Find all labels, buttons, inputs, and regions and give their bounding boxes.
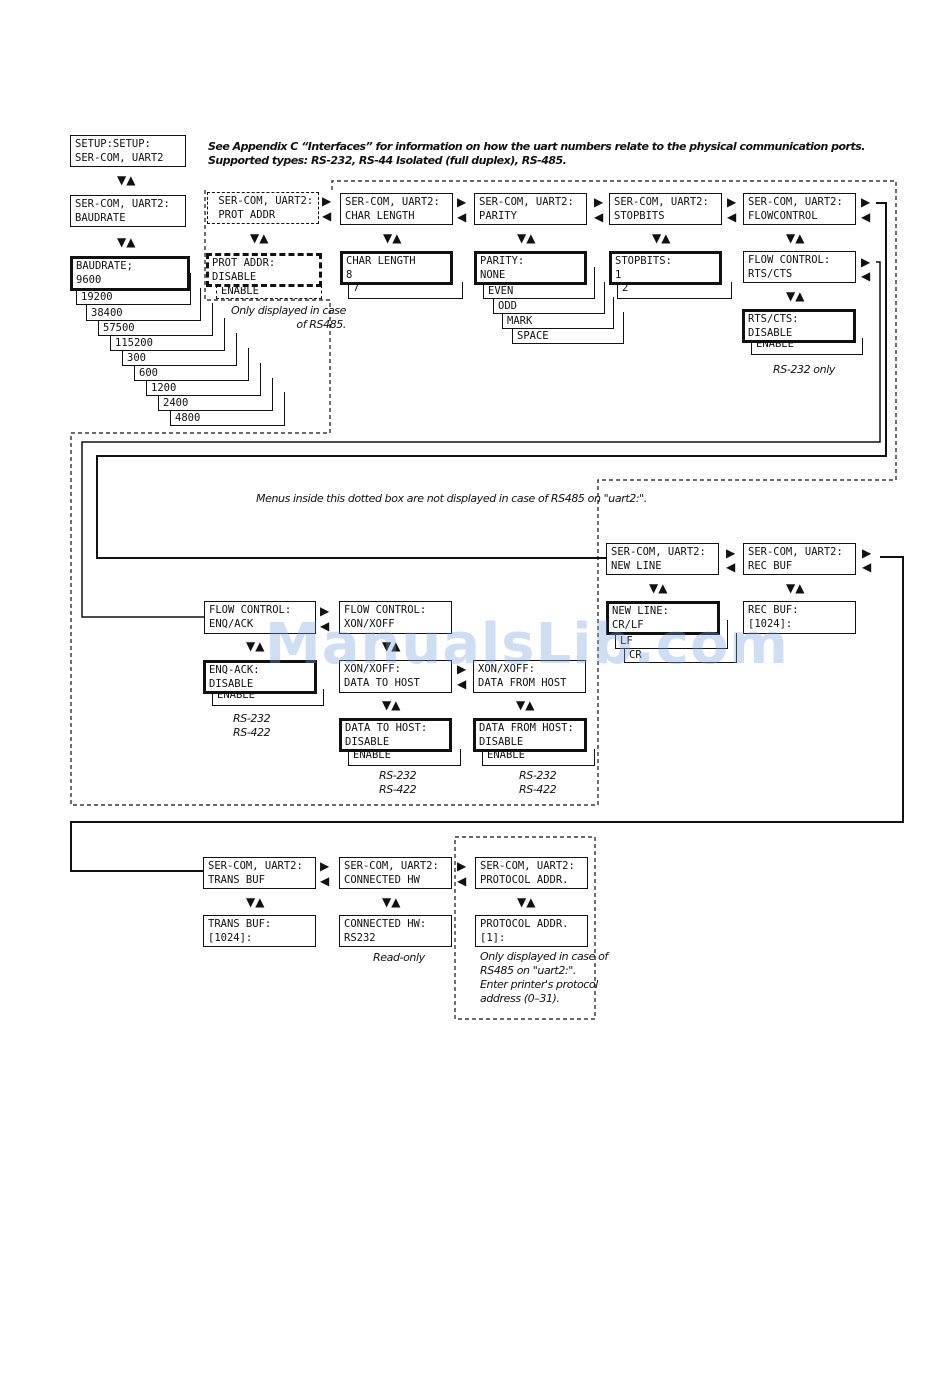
right-arrow-icon[interactable]: ▶	[457, 195, 467, 209]
left-arrow-icon[interactable]: ◀	[861, 269, 871, 283]
right-arrow-icon[interactable]: ▶	[726, 546, 736, 560]
dotted-box-note: Menus inside this dotted box are not dis…	[256, 492, 647, 505]
header-line-2: Supported types: RS-232, RS-44 Isolated …	[208, 154, 567, 167]
down-up-arrow-icon[interactable]: ▼▲	[382, 895, 401, 909]
right-arrow-icon[interactable]: ▶	[457, 859, 467, 873]
watermark: ManualsLib.com	[265, 612, 789, 677]
to-host-note: RS-232 RS-422	[379, 769, 417, 796]
protocol-addr-value-box[interactable]: PROTOCOL ADDR. [1]:	[475, 915, 588, 947]
down-up-arrow-icon[interactable]: ▼▲	[652, 231, 671, 245]
char-length-menu-box[interactable]: SER-COM, UART2: CHAR LENGTH	[340, 193, 453, 225]
down-up-arrow-icon[interactable]: ▼▲	[383, 231, 402, 245]
prot-addr-option[interactable]: ENABLE	[216, 285, 322, 299]
stopbits-value-box[interactable]: STOPBITS: 1	[609, 251, 722, 285]
connected-hw-value-box[interactable]: CONNECTED HW: RS232	[339, 915, 452, 947]
char-length-option[interactable]: 7	[348, 282, 463, 299]
read-only-note: Read-only	[373, 951, 425, 964]
down-up-arrow-icon[interactable]: ▼▲	[786, 289, 805, 303]
rtscts-value-box[interactable]: RTS/CTS: DISABLE	[742, 309, 856, 343]
right-arrow-icon[interactable]: ▶	[320, 604, 330, 618]
header-line-1: See Appendix C “Interfaces” for informat…	[208, 140, 865, 153]
setup-menu-box[interactable]: SETUP:SETUP: SER-COM, UART2	[70, 135, 186, 167]
down-up-arrow-icon[interactable]: ▼▲	[786, 231, 805, 245]
from-host-note: RS-232 RS-422	[519, 769, 557, 796]
recbuf-menu-box[interactable]: SER-COM, UART2: REC BUF	[743, 543, 856, 575]
protocol-addr-menu-box[interactable]: SER-COM, UART2: PROTOCOL ADDR.	[475, 857, 588, 889]
xon-to-host-option[interactable]: ENABLE	[348, 749, 461, 766]
xon-from-host-option[interactable]: ENABLE	[482, 749, 595, 766]
protocol-region	[454, 836, 596, 1020]
parity-value-box[interactable]: PARITY: NONE	[474, 251, 587, 285]
flowcontrol-menu-box[interactable]: SER-COM, UART2: FLOWCONTROL	[743, 193, 856, 225]
left-arrow-icon[interactable]: ◀	[862, 560, 872, 574]
left-arrow-icon[interactable]: ◀	[320, 874, 330, 888]
xon-from-host-value-box[interactable]: DATA FROM HOST: DISABLE	[473, 718, 587, 752]
left-arrow-icon[interactable]: ◀	[861, 210, 871, 224]
right-arrow-icon[interactable]: ▶	[861, 195, 871, 209]
down-up-arrow-icon[interactable]: ▼▲	[516, 698, 535, 712]
down-up-arrow-icon[interactable]: ▼▲	[517, 895, 536, 909]
down-up-arrow-icon[interactable]: ▼▲	[786, 581, 805, 595]
transbuf-value-box[interactable]: TRANS BUF: [1024]:	[203, 915, 316, 947]
left-arrow-icon[interactable]: ◀	[727, 210, 737, 224]
baudrate-value-box[interactable]: BAUDRATE; 9600	[70, 256, 190, 291]
down-up-arrow-icon[interactable]: ▼▲	[382, 698, 401, 712]
left-arrow-icon[interactable]: ◀	[322, 209, 332, 223]
enqack-note: RS-232 RS-422	[233, 712, 271, 739]
right-arrow-icon[interactable]: ▶	[861, 255, 871, 269]
prot-addr-menu-box[interactable]: SER-COM, UART2: PROT ADDR	[207, 192, 319, 224]
xon-to-host-menu-box[interactable]: XON/XOFF: DATA TO HOST	[339, 660, 452, 693]
down-up-arrow-icon[interactable]: ▼▲	[382, 639, 401, 653]
right-arrow-icon[interactable]: ▶	[727, 195, 737, 209]
baudrate-menu-box[interactable]: SER-COM, UART2: BAUDRATE	[70, 195, 186, 227]
left-arrow-icon[interactable]: ◀	[457, 677, 467, 691]
left-arrow-icon[interactable]: ◀	[726, 560, 736, 574]
down-up-arrow-icon[interactable]: ▼▲	[246, 895, 265, 909]
prot-addr-note: Only displayed in case of RS485.	[231, 304, 347, 331]
xon-from-host-menu-box[interactable]: XON/XOFF: DATA FROM HOST	[473, 660, 586, 693]
transbuf-menu-box[interactable]: SER-COM, UART2: TRANS BUF	[203, 857, 316, 889]
rs485-only-region	[70, 180, 897, 806]
down-up-arrow-icon[interactable]: ▼▲	[246, 639, 265, 653]
prot-addr-value-box[interactable]: PROT ADDR: DISABLE	[206, 253, 322, 287]
stopbits-menu-box[interactable]: SER-COM, UART2: STOPBITS	[609, 193, 722, 225]
parity-menu-box[interactable]: SER-COM, UART2: PARITY	[474, 193, 587, 225]
protocol-note: Only displayed in case of RS485 on "uart…	[480, 950, 608, 1005]
left-arrow-icon[interactable]: ◀	[457, 210, 467, 224]
enqack-value-box[interactable]: ENQ-ACK: DISABLE	[203, 660, 317, 694]
right-arrow-icon[interactable]: ▶	[457, 662, 467, 676]
char-length-value-box[interactable]: CHAR LENGTH 8	[340, 251, 453, 285]
stopbits-option[interactable]: 2	[617, 282, 732, 299]
flowcontrol-value-box[interactable]: FLOW CONTROL: RTS/CTS	[743, 251, 856, 283]
newline-menu-box[interactable]: SER-COM, UART2: NEW LINE	[606, 543, 719, 575]
enqack-menu-box[interactable]: FLOW CONTROL: ENQ/ACK	[204, 601, 316, 634]
flow-line-2	[81, 261, 881, 618]
flow-line-1	[96, 202, 887, 559]
left-arrow-icon[interactable]: ◀	[594, 210, 604, 224]
right-arrow-icon[interactable]: ▶	[320, 859, 330, 873]
xon-to-host-value-box[interactable]: DATA TO HOST: DISABLE	[339, 718, 452, 752]
down-up-arrow-icon[interactable]: ▼▲	[649, 581, 668, 595]
connected-hw-menu-box[interactable]: SER-COM, UART2: CONNECTED HW	[339, 857, 452, 889]
down-up-arrow-icon[interactable]: ▼▲	[117, 235, 136, 249]
down-up-arrow-icon[interactable]: ▼▲	[117, 173, 136, 187]
down-up-arrow-icon[interactable]: ▼▲	[250, 231, 269, 245]
right-arrow-icon[interactable]: ▶	[322, 194, 332, 208]
left-arrow-icon[interactable]: ◀	[457, 874, 467, 888]
right-arrow-icon[interactable]: ▶	[594, 195, 604, 209]
right-arrow-icon[interactable]: ▶	[862, 546, 872, 560]
down-up-arrow-icon[interactable]: ▼▲	[517, 231, 536, 245]
flow-line-3	[70, 556, 904, 872]
rs232-only-note: RS-232 only	[773, 363, 835, 376]
recbuf-value-box[interactable]: REC BUF: [1024]:	[743, 601, 856, 634]
left-arrow-icon[interactable]: ◀	[320, 619, 330, 633]
xonxoff-menu-box[interactable]: FLOW CONTROL: XON/XOFF	[339, 601, 452, 634]
newline-value-box[interactable]: NEW LINE: CR/LF	[606, 601, 720, 635]
